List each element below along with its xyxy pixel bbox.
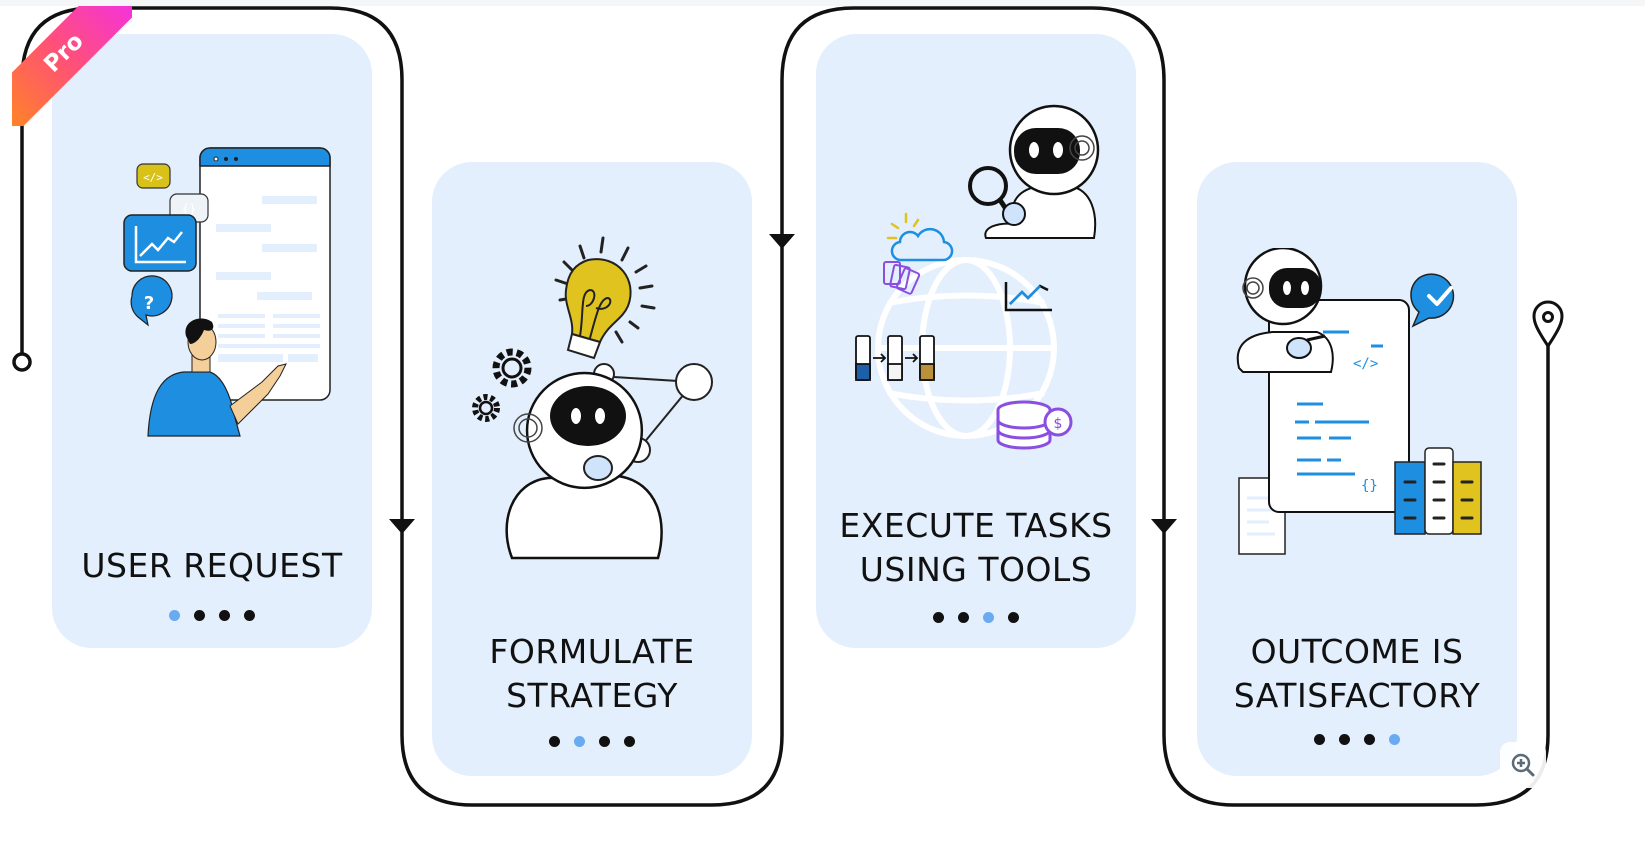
start-node-icon xyxy=(12,352,32,372)
step-label-line: OUTCOME IS xyxy=(1250,632,1464,671)
connector-line xyxy=(20,6,1550,807)
step-card-user-request: </> {} ? USER REQUEST xyxy=(52,34,372,648)
robot-document-illustration: </> {} xyxy=(1236,248,1482,555)
svg-text:</>: </> xyxy=(143,171,163,184)
progress-dot xyxy=(1314,734,1325,745)
step-card-formulate-strategy: FORMULATE STRATEGY xyxy=(432,162,752,776)
zoom-in-button[interactable] xyxy=(1500,742,1546,788)
step-card-outcome-satisfactory: </> {} OUTCOME IS SATISFACTORY xyxy=(1197,162,1517,776)
down-arrow-icon xyxy=(769,234,795,249)
progress-dot xyxy=(1364,734,1375,745)
viewer-top-strip xyxy=(0,0,1645,6)
step-label-line: USING TOOLS xyxy=(859,550,1093,589)
progress-dot xyxy=(624,736,635,747)
map-pin-icon xyxy=(1532,300,1564,349)
step-label-line: USER REQUEST xyxy=(81,546,343,585)
down-arrow-icon xyxy=(1151,519,1177,534)
step-label: OUTCOME IS SATISFACTORY xyxy=(1197,630,1517,718)
progress-dot-active xyxy=(1389,734,1400,745)
pro-badge: Pro xyxy=(12,6,132,126)
progress-dot xyxy=(1339,734,1350,745)
svg-text:$: $ xyxy=(1054,416,1063,432)
progress-dot xyxy=(549,736,560,747)
pro-badge-label: Pro xyxy=(39,28,89,78)
step-progress-dots xyxy=(1197,734,1517,745)
step-progress-dots xyxy=(816,612,1136,623)
progress-dot xyxy=(958,612,969,623)
progress-dot-active xyxy=(574,736,585,747)
step-card-execute-tasks: $ EXECUTE TASKS USING TOOLS xyxy=(816,34,1136,648)
step-label-line: SATISFACTORY xyxy=(1233,676,1481,715)
progress-dot xyxy=(599,736,610,747)
person-pointing-illustration: </> {} ? xyxy=(123,147,331,437)
robot-tools-illustration: $ xyxy=(855,104,1100,450)
svg-text:</>: </> xyxy=(1353,356,1378,372)
down-arrow-icon xyxy=(389,519,415,534)
step-label-line: FORMULATE xyxy=(489,632,695,671)
svg-text:{}: {} xyxy=(1361,478,1378,494)
step-label: FORMULATE STRATEGY xyxy=(432,630,752,718)
progress-dot-active xyxy=(983,612,994,623)
progress-dot xyxy=(219,610,230,621)
progress-dot xyxy=(1008,612,1019,623)
progress-dot xyxy=(933,612,944,623)
svg-text:?: ? xyxy=(144,293,154,314)
progress-dot xyxy=(244,610,255,621)
check-bubble-icon xyxy=(1410,273,1455,328)
robot-thinking-illustration xyxy=(472,236,713,560)
step-label-line: EXECUTE TASKS xyxy=(839,506,1113,545)
step-label-line: STRATEGY xyxy=(506,676,678,715)
zoom-in-icon xyxy=(1511,753,1535,777)
progress-dot-active xyxy=(169,610,180,621)
step-progress-dots xyxy=(52,610,372,621)
progress-dot xyxy=(194,610,205,621)
step-label: EXECUTE TASKS USING TOOLS xyxy=(816,504,1136,592)
step-label: USER REQUEST xyxy=(52,544,372,588)
svg-text:{}: {} xyxy=(182,202,196,216)
step-progress-dots xyxy=(432,736,752,747)
